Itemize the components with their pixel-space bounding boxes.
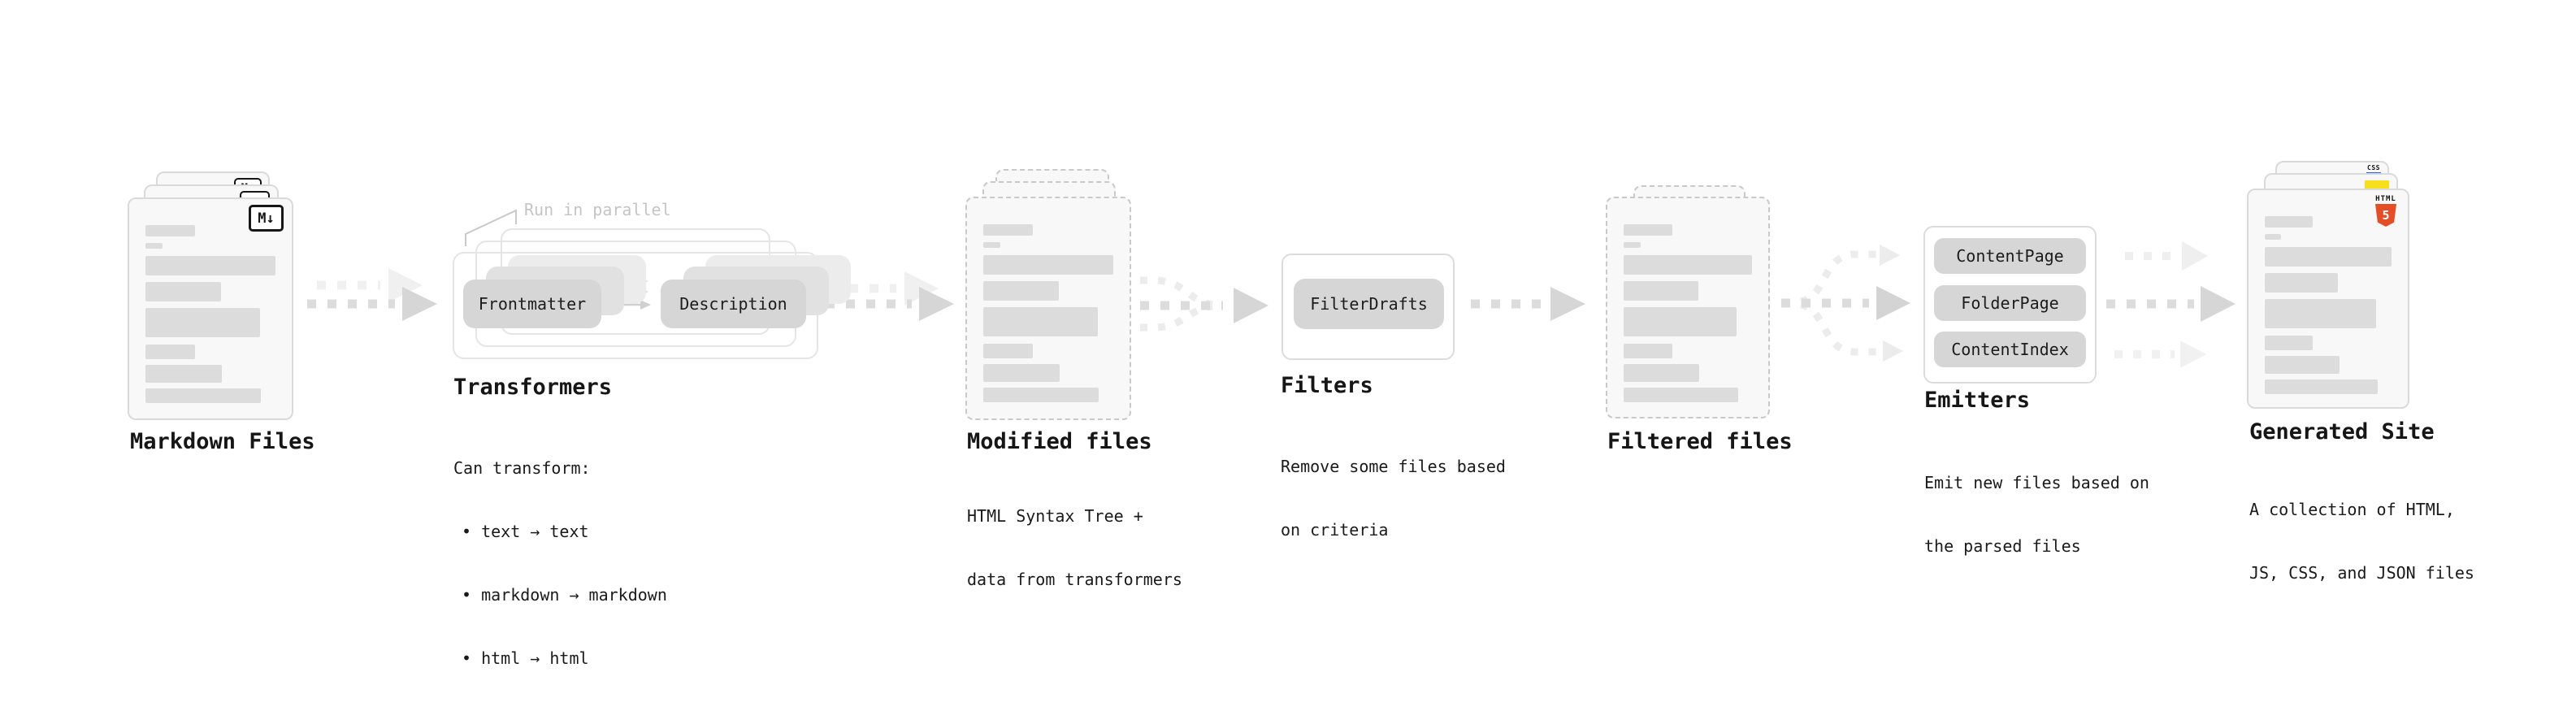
placeholder-line xyxy=(2265,356,2340,374)
emitters-description: Emit new files based on the parsed files xyxy=(1924,430,2149,599)
placeholder-line xyxy=(2265,234,2282,240)
placeholder-line xyxy=(1624,388,1738,402)
placeholder-line xyxy=(983,364,1060,382)
placeholder-line xyxy=(983,388,1099,402)
static-site-pipeline-diagram: M↓ M↓ M↓ Markdown Files Run in parallel … xyxy=(128,161,2474,668)
desc-bullet: • html → html xyxy=(462,648,589,668)
placeholder-line xyxy=(145,388,262,403)
document-placeholder-lines xyxy=(2265,190,2392,394)
generated-site-description: A collection of HTML, JS, CSS, and JSON … xyxy=(2249,457,2474,626)
placeholder-line xyxy=(1624,224,1673,236)
desc-heading: Can transform: xyxy=(453,458,591,478)
placeholder-line xyxy=(2265,273,2339,293)
stage-title-filtered-files: Filtered files xyxy=(1607,429,1793,454)
document-placeholder-lines xyxy=(1624,198,1752,402)
stage-title-modified-files: Modified files xyxy=(967,429,1152,454)
stage-title-markdown-files: Markdown Files xyxy=(130,429,315,454)
filterdrafts-pill: FilterDrafts xyxy=(1294,279,1444,329)
placeholder-line xyxy=(983,224,1033,236)
generated-file-card-html: HTML 5 xyxy=(2247,189,2409,409)
document-placeholder-lines xyxy=(145,199,275,403)
placeholder-line xyxy=(145,282,221,301)
filters-description: Remove some files based on criteria xyxy=(1281,414,1506,583)
desc-bullet: • markdown → markdown xyxy=(462,585,667,605)
flow-arrows xyxy=(307,209,2236,368)
css-icon-label: CSS xyxy=(2367,164,2380,171)
modified-files-description: HTML Syntax Tree + data from transformer… xyxy=(967,463,1182,632)
html5-icon-digit: 5 xyxy=(2382,208,2390,223)
placeholder-line xyxy=(145,243,163,249)
folderpage-pill: FolderPage xyxy=(1934,285,2086,321)
stage-title-transformers: Transformers xyxy=(453,375,613,400)
placeholder-line xyxy=(1624,281,1698,301)
modified-file-card-front xyxy=(965,197,1131,420)
arrow-modified-to-filters-converge xyxy=(1140,276,1268,332)
placeholder-line xyxy=(983,344,1033,358)
desc-line: HTML Syntax Tree + xyxy=(967,506,1143,526)
desc-line: JS, CSS, and JSON files xyxy=(2249,563,2474,583)
placeholder-line xyxy=(1624,344,1673,358)
placeholder-line xyxy=(145,365,223,383)
placeholder-line xyxy=(2265,299,2377,328)
placeholder-line xyxy=(1624,255,1752,275)
arrow-transformers-to-modified xyxy=(826,271,954,321)
html5-icon: HTML 5 xyxy=(2374,195,2398,227)
arrow-filtered-to-emitters-diverge xyxy=(1781,245,1910,362)
frontmatter-pill: Frontmatter xyxy=(463,280,601,328)
markdown-file-card-front: M↓ xyxy=(128,197,293,420)
contentpage-pill: ContentPage xyxy=(1934,238,2086,274)
contentindex-pill: ContentIndex xyxy=(1934,332,2086,367)
placeholder-line xyxy=(983,255,1113,275)
placeholder-line xyxy=(983,242,1000,248)
placeholder-line xyxy=(145,225,195,236)
stage-title-emitters: Emitters xyxy=(1924,388,2031,413)
placeholder-line xyxy=(145,345,195,359)
placeholder-line xyxy=(1624,364,1700,382)
placeholder-line xyxy=(2265,336,2314,350)
desc-line: Remove some files based xyxy=(1281,457,1506,476)
placeholder-line xyxy=(2265,216,2314,228)
placeholder-line xyxy=(1624,307,1737,336)
placeholder-line xyxy=(145,308,260,337)
filtered-file-card-front xyxy=(1606,197,1770,418)
markdown-icon-glyph: M↓ xyxy=(258,210,275,227)
html5-icon-shield: 5 xyxy=(2375,204,2396,227)
placeholder-line xyxy=(145,256,275,275)
placeholder-line xyxy=(2265,247,2392,267)
description-pill: Description xyxy=(661,280,806,328)
desc-line: the parsed files xyxy=(1924,536,2081,556)
placeholder-line xyxy=(1624,242,1641,248)
desc-line: Emit new files based on xyxy=(1924,473,2149,492)
html5-icon-label: HTML xyxy=(2375,195,2396,203)
placeholder-line xyxy=(2265,379,2378,394)
desc-line: on criteria xyxy=(1281,520,1389,540)
document-placeholder-lines xyxy=(983,198,1113,402)
markdown-icon: M↓ xyxy=(249,205,284,232)
arrow-emitters-to-generated xyxy=(2106,241,2236,368)
arrow-filters-to-filtered xyxy=(1471,287,1585,321)
transformers-description: Can transform: • text → text • markdown … xyxy=(453,415,667,711)
placeholder-line xyxy=(983,281,1059,301)
desc-bullet: • text → text xyxy=(462,522,589,541)
run-in-parallel-connector xyxy=(465,209,517,246)
run-in-parallel-note: Run in parallel xyxy=(524,200,671,219)
arrow-markdown-to-transformers xyxy=(307,268,437,321)
desc-line: A collection of HTML, xyxy=(2249,500,2455,519)
placeholder-line xyxy=(983,307,1098,336)
desc-line: data from transformers xyxy=(967,570,1182,589)
stage-title-filters: Filters xyxy=(1281,373,1373,398)
stage-title-generated-site: Generated Site xyxy=(2249,419,2435,444)
